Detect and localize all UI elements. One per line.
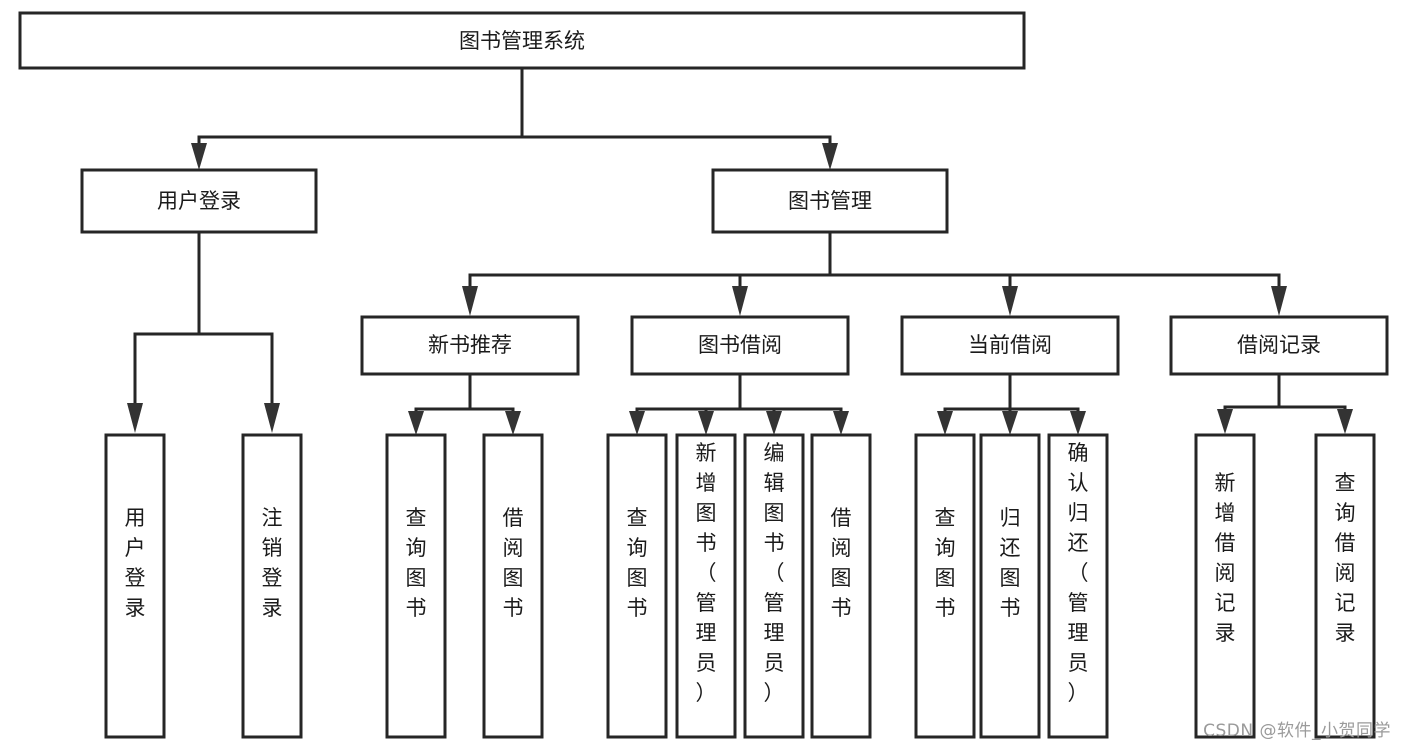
node-leaf-bookborrow-query-label: 查询图书 <box>627 506 648 620</box>
arrow-head-leaf-logout <box>264 403 280 433</box>
node-leaf-bookborrow-add-label: 新增图书（管理员） <box>696 441 717 705</box>
node-leaf-borrowrecord-query[interactable]: 查询借阅记录 <box>1314 433 1376 739</box>
arrow-head-book-manage <box>822 143 838 170</box>
node-book-borrow[interactable]: 图书借阅 <box>630 315 850 376</box>
node-leaf-currentborrow-query-box[interactable] <box>914 433 976 739</box>
arrow-head-bookborrow-leaf-2 <box>698 411 714 435</box>
node-leaf-newbook-query-label: 查询图书 <box>406 506 427 620</box>
node-leaf-bookborrow-query-box[interactable] <box>606 433 668 739</box>
node-leaf-logout-box[interactable] <box>241 433 303 739</box>
node-root-box[interactable] <box>18 11 1026 70</box>
node-leaf-bookborrow-edit-box[interactable] <box>743 433 805 739</box>
node-leaf-bookborrow-add-box[interactable] <box>675 433 737 739</box>
node-leaf-newbook-borrow[interactable]: 借阅图书 <box>482 433 544 739</box>
connector-group-root-to-level2 <box>191 66 838 170</box>
node-borrow-record[interactable]: 借阅记录 <box>1169 315 1389 376</box>
arrow-head-currentborrow-leaf-1 <box>937 411 953 435</box>
node-leaf-bookborrow-borrow-box[interactable] <box>810 433 872 739</box>
node-leaf-newbook-query-box[interactable] <box>385 433 447 739</box>
connector-group-borrowrecord-to-leaves <box>1217 372 1353 434</box>
node-current-borrow-box[interactable] <box>900 315 1120 376</box>
node-book-manage-box[interactable] <box>711 168 949 234</box>
arrow-head-borrowrecord-leaf-1 <box>1217 409 1233 434</box>
node-book-borrow-box[interactable] <box>630 315 850 376</box>
connector-group-userlogin-to-leaves <box>127 230 280 433</box>
node-root-label: 图书管理系统 <box>459 29 585 53</box>
node-user-login-box[interactable] <box>80 168 318 234</box>
node-leaf-currentborrow-query-label: 查询图书 <box>935 506 956 620</box>
node-leaf-user-login-box[interactable] <box>104 433 166 739</box>
arrow-head-user-login <box>191 143 207 170</box>
node-leaf-bookborrow-borrow-label: 借阅图书 <box>831 506 852 620</box>
node-leaf-currentborrow-query[interactable]: 查询图书 <box>914 433 976 739</box>
node-leaf-currentborrow-confirm-label: 确认归还（管理员） <box>1068 441 1089 705</box>
node-book-borrow-label: 图书借阅 <box>698 333 782 357</box>
node-leaf-borrowrecord-add-box[interactable] <box>1194 433 1256 739</box>
node-leaf-logout[interactable]: 注销登录 <box>241 433 303 739</box>
node-leaf-newbook-query[interactable]: 查询图书 <box>385 433 447 739</box>
arrow-head-bookborrow-leaf-1 <box>629 411 645 435</box>
node-book-manage-label: 图书管理 <box>788 189 872 213</box>
node-leaf-bookborrow-add[interactable]: 新增图书（管理员） <box>675 433 737 739</box>
node-leaf-bookborrow-borrow[interactable]: 借阅图书 <box>810 433 872 739</box>
arrow-head-currentborrow-leaf-3 <box>1070 411 1086 435</box>
arrow-head-bookborrow-leaf-3 <box>766 411 782 435</box>
arrow-head-leaf-user-login <box>127 403 143 433</box>
node-new-book-recommend-label: 新书推荐 <box>428 333 512 357</box>
node-leaf-bookborrow-query[interactable]: 查询图书 <box>606 433 668 739</box>
arrow-head-newbook-leaf-1 <box>408 411 424 435</box>
node-borrow-record-label: 借阅记录 <box>1237 333 1321 357</box>
arrow-head-bookborrow-leaf-4 <box>833 411 849 435</box>
node-leaf-borrowrecord-query-label: 查询借阅记录 <box>1335 471 1356 645</box>
node-user-login[interactable]: 用户登录 <box>80 168 318 234</box>
node-current-borrow[interactable]: 当前借阅 <box>900 315 1120 376</box>
node-leaf-borrowrecord-query-box[interactable] <box>1314 433 1376 739</box>
node-borrow-record-box[interactable] <box>1169 315 1389 376</box>
node-leaf-user-login[interactable]: 用户登录 <box>104 433 166 739</box>
node-leaf-user-login-label: 用户登录 <box>125 506 146 620</box>
arrow-head-new-book <box>462 286 478 316</box>
node-user-login-label: 用户登录 <box>157 189 241 213</box>
connector-group-bookborrow-to-leaves <box>629 372 849 435</box>
node-leaf-currentborrow-return[interactable]: 归还图书 <box>979 433 1041 739</box>
node-leaf-borrowrecord-add[interactable]: 新增借阅记录 <box>1194 433 1256 739</box>
arrow-head-newbook-leaf-2 <box>505 411 521 435</box>
node-current-borrow-label: 当前借阅 <box>968 333 1052 357</box>
node-new-book-recommend-box[interactable] <box>360 315 580 376</box>
arrow-head-borrow-record <box>1271 286 1287 316</box>
node-root[interactable]: 图书管理系统 <box>18 11 1026 70</box>
arrow-head-currentborrow-leaf-2 <box>1002 411 1018 435</box>
node-leaf-bookborrow-edit[interactable]: 编辑图书（管理员） <box>743 433 805 739</box>
arrow-head-borrowrecord-leaf-2 <box>1337 409 1353 434</box>
node-book-manage[interactable]: 图书管理 <box>711 168 949 234</box>
connector-group-bookmanage-to-level3 <box>462 230 1287 316</box>
node-leaf-newbook-borrow-box[interactable] <box>482 433 544 739</box>
node-leaf-borrowrecord-add-label: 新增借阅记录 <box>1215 471 1236 645</box>
node-leaf-currentborrow-confirm[interactable]: 确认归还（管理员） <box>1047 433 1109 739</box>
arrow-head-book-borrow <box>732 286 748 316</box>
node-leaf-currentborrow-return-box[interactable] <box>979 433 1041 739</box>
connector-group-currentborrow-to-leaves <box>937 372 1086 435</box>
connector-group-newbook-to-leaves <box>408 372 521 435</box>
arrow-head-current-borrow <box>1002 286 1018 316</box>
node-leaf-logout-label: 注销登录 <box>262 506 283 620</box>
node-new-book-recommend[interactable]: 新书推荐 <box>360 315 580 376</box>
node-leaf-currentborrow-return-label: 归还图书 <box>1000 506 1021 620</box>
node-leaf-newbook-borrow-label: 借阅图书 <box>503 506 524 620</box>
node-leaf-bookborrow-edit-label: 编辑图书（管理员） <box>764 441 785 705</box>
node-leaf-currentborrow-confirm-box[interactable] <box>1047 433 1109 739</box>
